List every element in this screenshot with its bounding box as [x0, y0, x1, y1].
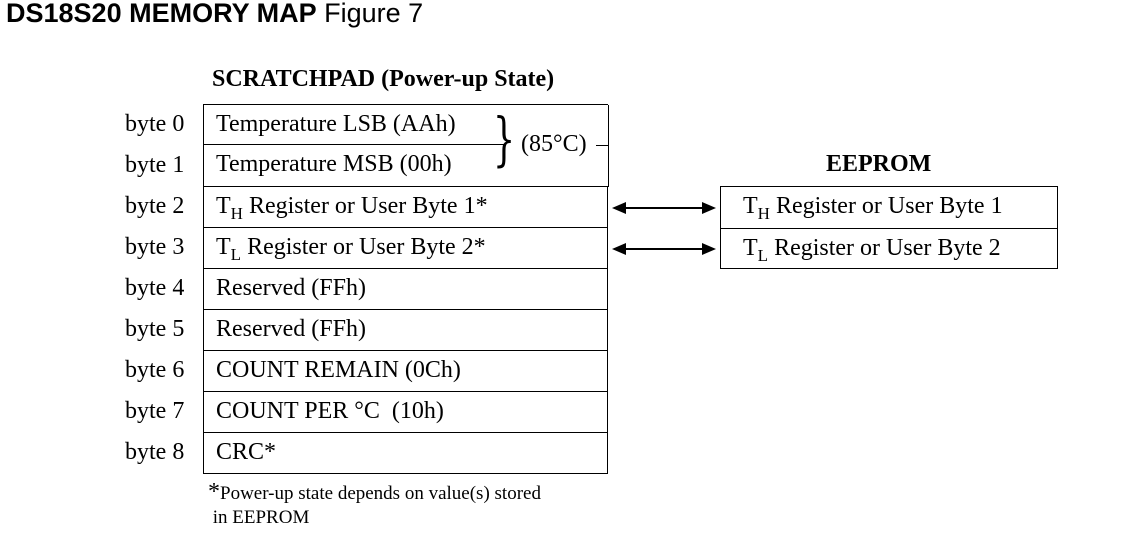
divider — [204, 144, 504, 145]
scratchpad-cell: Reserved (FFh) — [216, 275, 366, 301]
eeprom-row: TL Register or User Byte 2 — [720, 228, 1058, 269]
scratchpad-cell: Reserved (FFh) — [216, 316, 366, 342]
connector-line — [596, 145, 608, 146]
scratchpad-cell: Temperature MSB (00h) — [216, 151, 452, 177]
byte-label: byte 4 — [125, 275, 185, 301]
eeprom-cell: TL Register or User Byte 2 — [743, 235, 1001, 265]
byte-label: byte 5 — [125, 316, 185, 342]
scratchpad-row: CRC* — [203, 432, 608, 474]
double-arrow-icon — [612, 243, 716, 255]
eeprom-heading: EEPROM — [826, 151, 932, 177]
scratchpad-row: TH Register or User Byte 1* — [203, 186, 608, 227]
footnote-star: * — [208, 479, 220, 505]
scratchpad-heading: SCRATCHPAD (Power-up State) — [212, 66, 555, 92]
byte-label: byte 8 — [125, 439, 185, 465]
title-bold: DS18S20 MEMORY MAP — [6, 0, 317, 28]
scratchpad-row: TL Register or User Byte 2* — [203, 227, 608, 268]
scratchpad-row: Temperature MSB (00h) — [203, 144, 608, 186]
temp-note: (85°C) — [521, 131, 587, 157]
eeprom-table: TH Register or User Byte 1 TL Register o… — [720, 186, 1058, 269]
scratchpad-row: Reserved (FFh) — [203, 309, 608, 350]
byte-label: byte 6 — [125, 357, 185, 383]
scratchpad-cell: CRC* — [216, 439, 277, 465]
scratchpad-row: COUNT PER °C (10h) — [203, 391, 608, 432]
title-figure: Figure 7 — [324, 0, 424, 28]
double-arrow-icon — [612, 202, 716, 214]
byte-label: byte 3 — [125, 234, 185, 260]
page-title: DS18S20 MEMORY MAP Figure 7 — [6, 0, 423, 29]
byte-label: byte 1 — [125, 152, 185, 178]
scratchpad-cell: TH Register or User Byte 1* — [216, 193, 488, 223]
footnote-text: Power-up state depends on value(s) store… — [212, 483, 541, 528]
scratchpad-cell: TL Register or User Byte 2* — [216, 234, 486, 264]
eeprom-cell: TH Register or User Byte 1 — [743, 193, 1003, 223]
footnote: *Power-up state depends on value(s) stor… — [208, 480, 541, 530]
scratchpad-table: Temperature LSB (AAh) Temperature MSB (0… — [203, 104, 609, 474]
scratchpad-cell: Temperature LSB (AAh) — [216, 111, 456, 137]
temp-box-border — [608, 105, 609, 187]
eeprom-row: TH Register or User Byte 1 — [720, 186, 1058, 228]
scratchpad-row: COUNT REMAIN (0Ch) — [203, 350, 608, 391]
brace-icon: } — [493, 105, 516, 173]
byte-label: byte 2 — [125, 193, 185, 219]
byte-label: byte 0 — [125, 111, 185, 137]
byte-label: byte 7 — [125, 398, 185, 424]
scratchpad-cell: COUNT REMAIN (0Ch) — [216, 357, 461, 383]
scratchpad-row: Reserved (FFh) — [203, 268, 608, 309]
scratchpad-cell: COUNT PER °C (10h) — [216, 398, 444, 424]
scratchpad-row: Temperature LSB (AAh) — [203, 104, 609, 187]
